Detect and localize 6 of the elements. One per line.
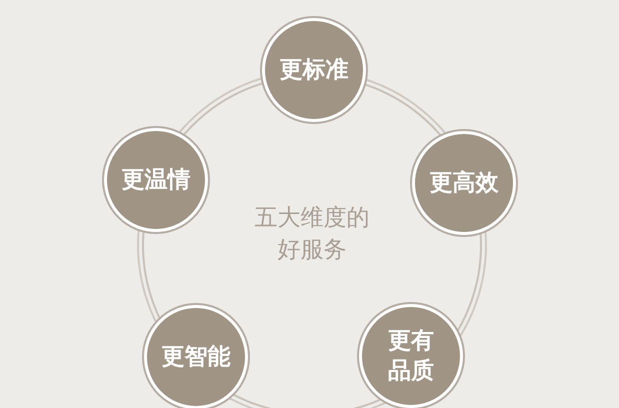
topic-label: 更高效 [428, 169, 500, 198]
topic-label: 更智能 [160, 343, 232, 372]
center-title: 五大维度的好服务 [254, 204, 370, 265]
topic-label: 更有品质 [387, 327, 435, 386]
topic-label: 更标准 [278, 56, 350, 85]
topic-label: 更温情 [120, 166, 192, 195]
